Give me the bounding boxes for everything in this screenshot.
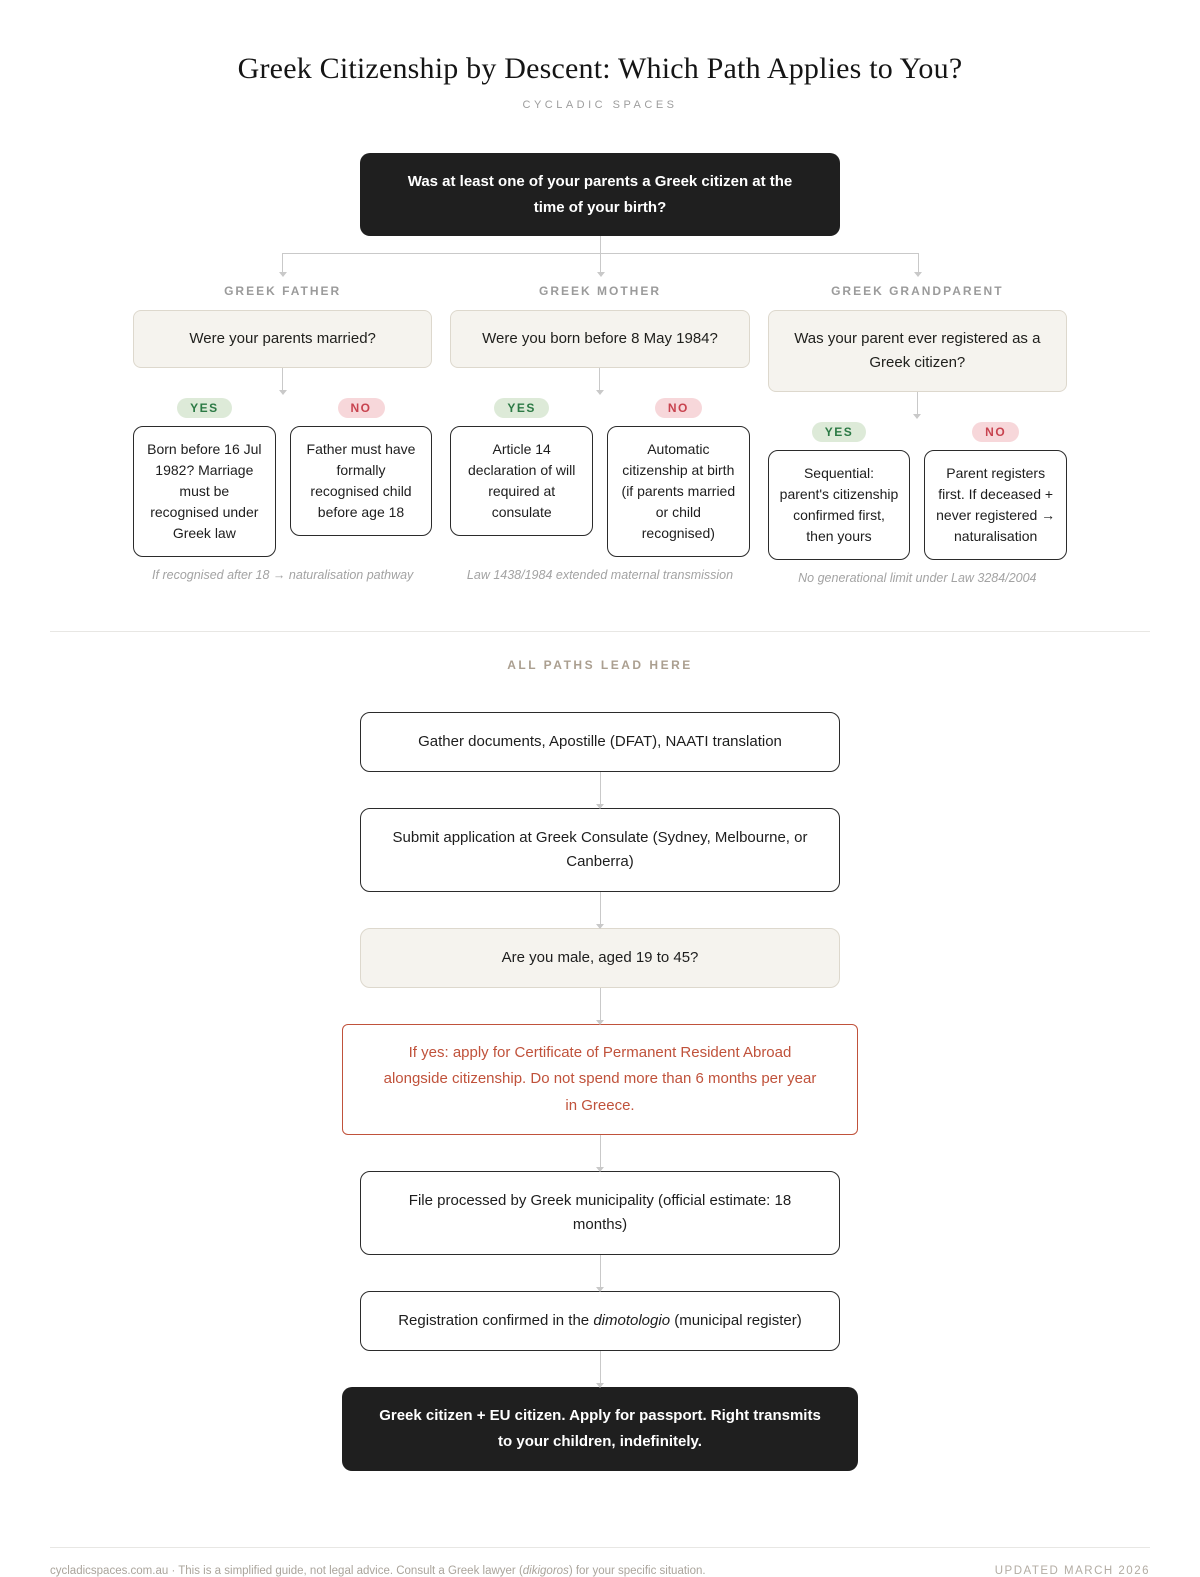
mother-no-box: Automatic citizenship at birth (if paren… bbox=[607, 426, 750, 557]
section-divider bbox=[50, 631, 1150, 632]
branch-label: GREEK GRANDPARENT bbox=[831, 284, 1004, 298]
branch-connector bbox=[133, 236, 1067, 278]
final-outcome-box: Greek citizen + EU citizen. Apply for pa… bbox=[342, 1386, 858, 1472]
branches-row: GREEK FATHER Were your parents married? … bbox=[133, 278, 1067, 585]
branch-label: GREEK FATHER bbox=[224, 284, 342, 298]
connector-stub-line bbox=[600, 236, 601, 253]
father-footnote: If recognised after 18 → naturalisation … bbox=[152, 568, 414, 582]
mother-no-column: NO Automatic citizenship at birth (if pa… bbox=[607, 398, 750, 557]
footer-divider bbox=[50, 1547, 1150, 1549]
branch-greek-grandparent: GREEK GRANDPARENT Was your parent ever r… bbox=[767, 278, 1067, 585]
no-badge: NO bbox=[972, 422, 1020, 442]
branch-greek-father: GREEK FATHER Were your parents married? … bbox=[133, 278, 433, 585]
grandparent-answers: YES Sequential: parent's citizenship con… bbox=[767, 422, 1067, 560]
all-paths-label: ALL PATHS LEAD HERE bbox=[507, 658, 693, 672]
step-registration-confirmed: Registration confirmed in the dimotologi… bbox=[360, 1290, 840, 1351]
father-yes-box: Born before 16 Jul 1982? Marriage must b… bbox=[133, 426, 276, 557]
father-no-box: Father must have formally recognised chi… bbox=[289, 426, 433, 536]
page-header: Greek Citizenship by Descent: Which Path… bbox=[0, 52, 1200, 111]
arrow-down-icon bbox=[596, 253, 605, 277]
footer-updated-date: UPDATED MARCH 2026 bbox=[994, 1565, 1150, 1577]
registration-text-prefix: Registration confirmed in the bbox=[398, 1311, 594, 1329]
footer-note-italic: dikigoros bbox=[522, 1565, 569, 1577]
mother-answers: YES Article 14 declaration of will requi… bbox=[450, 398, 750, 557]
arrow-down-icon bbox=[278, 368, 287, 395]
arrow-down-icon bbox=[914, 253, 923, 277]
page-subtitle: CYCLADIC SPACES bbox=[522, 99, 678, 111]
footer-note-suffix: ) for your specific situation. bbox=[568, 1565, 706, 1577]
father-yes-column: YES Born before 16 Jul 1982? Marriage mu… bbox=[133, 398, 276, 557]
root-question-text: Was at least one of your parents a Greek… bbox=[407, 173, 793, 216]
mother-yes-box: Article 14 declaration of will required … bbox=[450, 426, 593, 536]
footer-note-prefix: cycladicspaces.com.au · This is a simpli… bbox=[50, 1565, 523, 1577]
yes-badge: YES bbox=[811, 422, 867, 442]
arrow-down-icon bbox=[596, 988, 604, 1025]
step-submit-application: Submit application at Greek Consulate (S… bbox=[360, 808, 840, 892]
arrow-down-icon bbox=[278, 253, 287, 277]
no-badge: NO bbox=[654, 398, 702, 418]
registration-text-suffix: (municipal register) bbox=[670, 1311, 802, 1329]
process-steps: Gather documents, Apostille (DFAT), NAAT… bbox=[0, 712, 1200, 1472]
branch-label: GREEK MOTHER bbox=[538, 284, 661, 298]
step-gather-documents: Gather documents, Apostille (DFAT), NAAT… bbox=[360, 712, 840, 772]
step-military-warning: If yes: apply for Certificate of Permane… bbox=[342, 1024, 858, 1135]
mother-footnote: Law 1438/1984 extended maternal transmis… bbox=[466, 568, 734, 582]
registration-text-italic: dimotologio bbox=[593, 1311, 671, 1329]
grandparent-question-text: Was your parent ever registered as a Gre… bbox=[794, 330, 1041, 371]
arrow-down-icon bbox=[596, 1134, 604, 1172]
father-question-box: Were your parents married? bbox=[133, 310, 433, 368]
step-male-question: Are you male, aged 19 to 45? bbox=[360, 928, 840, 988]
root-question-box: Was at least one of your parents a Greek… bbox=[360, 153, 840, 236]
mother-question-text: Were you born before 8 May 1984? bbox=[482, 330, 718, 347]
father-no-column: NO Father must have formally recognised … bbox=[289, 398, 433, 536]
grandparent-no-box: Parent registers first. If deceased + ne… bbox=[924, 450, 1067, 560]
yes-badge: YES bbox=[494, 398, 549, 418]
no-badge: NO bbox=[337, 398, 385, 418]
grandparent-footnote: No generational limit under Law 3284/200… bbox=[798, 571, 1037, 585]
grandparent-yes-box: Sequential: parent's citizenship confirm… bbox=[767, 450, 911, 560]
grandparent-question-box: Was your parent ever registered as a Gre… bbox=[767, 310, 1067, 392]
father-answers: YES Born before 16 Jul 1982? Marriage mu… bbox=[133, 398, 433, 557]
arrow-down-icon bbox=[913, 392, 922, 419]
footer-disclaimer: cycladicspaces.com.au · This is a simpli… bbox=[50, 1565, 706, 1577]
arrow-down-icon bbox=[595, 368, 604, 395]
mother-yes-column: YES Article 14 declaration of will requi… bbox=[450, 398, 593, 536]
father-question-text: Were your parents married? bbox=[189, 330, 376, 347]
arrow-down-icon bbox=[596, 772, 604, 809]
page-footer: cycladicspaces.com.au · This is a simpli… bbox=[0, 1565, 1200, 1577]
yes-badge: YES bbox=[177, 398, 232, 418]
arrow-down-icon bbox=[596, 1254, 604, 1292]
page-title: Greek Citizenship by Descent: Which Path… bbox=[237, 52, 963, 85]
arrow-down-icon bbox=[596, 892, 604, 929]
branch-greek-mother: GREEK MOTHER Were you born before 8 May … bbox=[450, 278, 750, 585]
step-file-processed: File processed by Greek municipality (of… bbox=[360, 1170, 840, 1255]
grandparent-yes-column: YES Sequential: parent's citizenship con… bbox=[767, 422, 911, 560]
mother-question-box: Were you born before 8 May 1984? bbox=[450, 310, 750, 368]
grandparent-no-column: NO Parent registers first. If deceased +… bbox=[924, 422, 1067, 560]
arrow-down-icon bbox=[596, 1350, 604, 1388]
